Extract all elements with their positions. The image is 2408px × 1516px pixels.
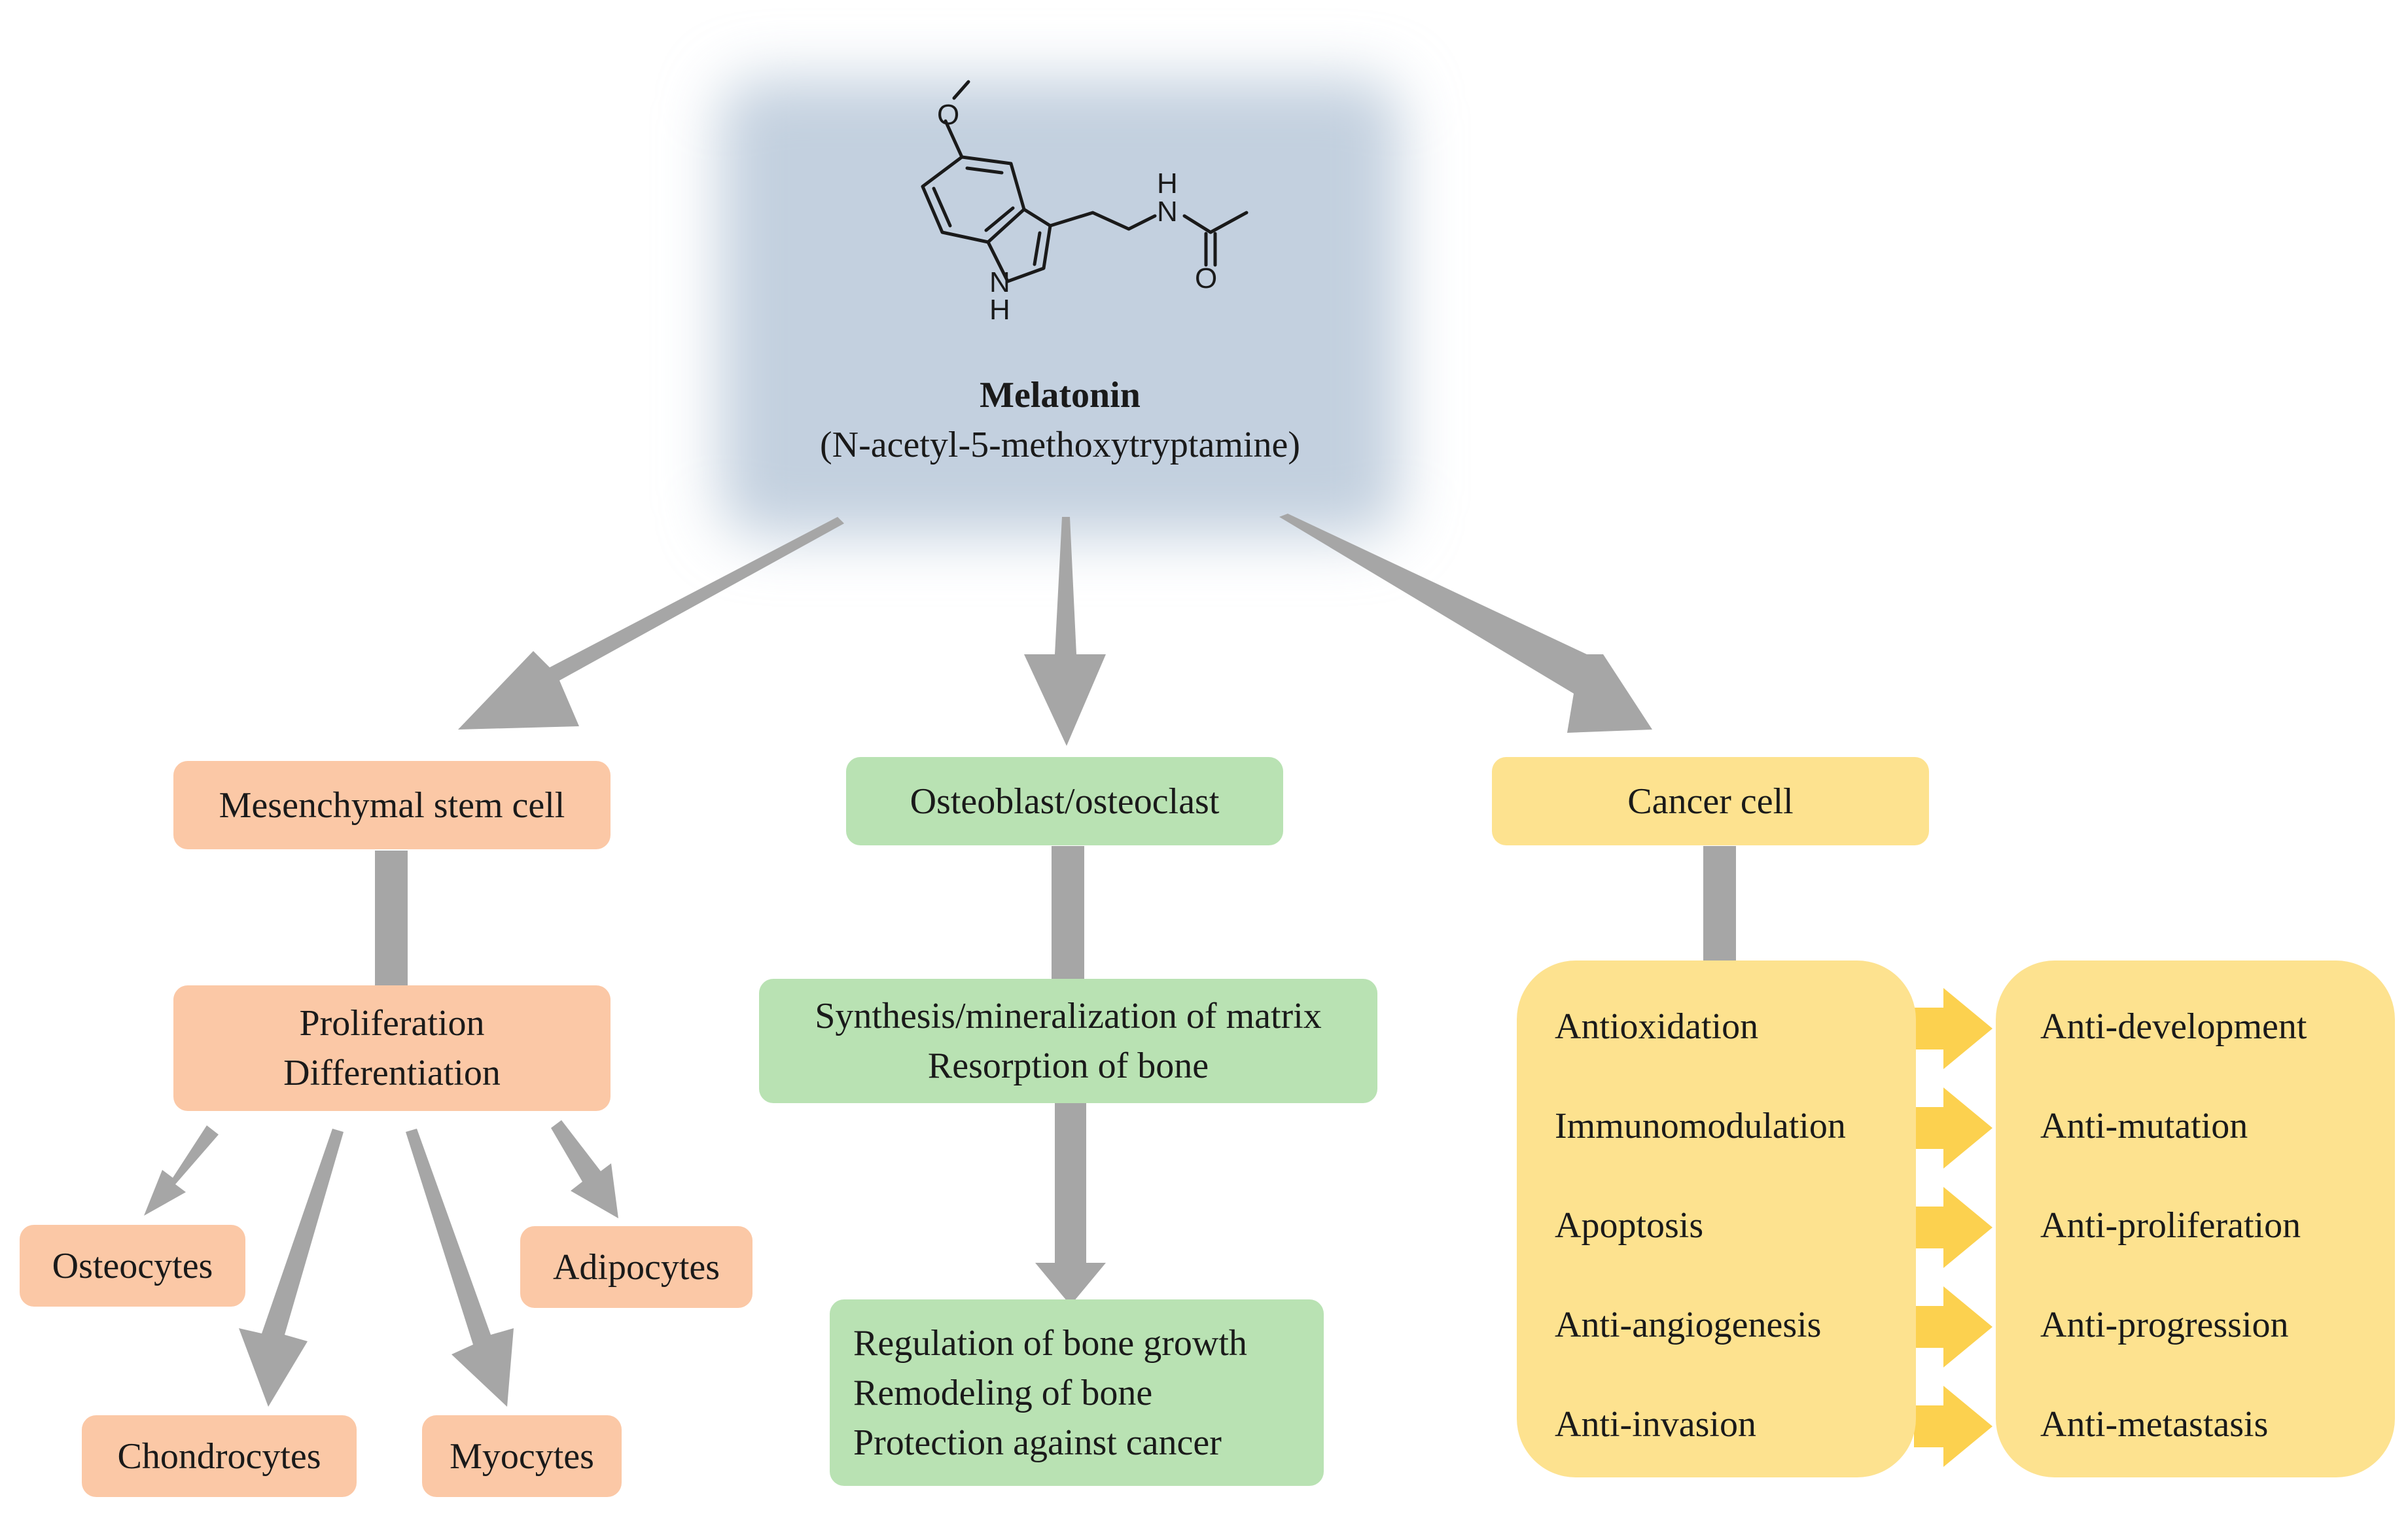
cancer-cell-box: Cancer cell	[1492, 757, 1929, 845]
atom-o-carbonyl: O	[1195, 262, 1217, 294]
atom-h-indole: H	[989, 294, 1010, 326]
arrow-to-cancer-cell	[1279, 514, 1652, 733]
effect-arrow-3	[1914, 1187, 1992, 1268]
bone-process-box: Synthesis/mineralization of matrix Resor…	[759, 979, 1377, 1103]
osteocytes-box: Osteocytes	[20, 1225, 245, 1307]
bone-outcome-1: Regulation of bone growth	[853, 1322, 1247, 1364]
arrow-to-chondrocytes	[239, 1129, 344, 1407]
effect-item-4: Anti-progression	[2040, 1305, 2289, 1345]
mechanism-item-3: Apoptosis	[1555, 1205, 1704, 1246]
myocytes-label: Myocytes	[450, 1436, 594, 1477]
arrow-to-stem-cell	[458, 517, 844, 730]
osteoblast-osteoclast-label: Osteoblast/osteoclast	[910, 781, 1220, 822]
cancer-mechanisms-box: Antioxidation Immunomodulation Apoptosis…	[1517, 961, 1916, 1477]
mesenchymal-stem-cell-box: Mesenchymal stem cell	[173, 761, 611, 849]
effect-item-1: Anti-development	[2040, 1006, 2307, 1047]
mechanism-item-5: Anti-invasion	[1555, 1404, 1756, 1445]
atom-h-amide: H	[1157, 167, 1178, 200]
adipocytes-box: Adipocytes	[520, 1226, 752, 1308]
effect-arrow-1	[1914, 988, 1992, 1069]
stem-process-line-2: Differentiation	[283, 1053, 501, 1093]
bone-outcomes-box: Regulation of bone growth Remodeling of …	[830, 1299, 1324, 1486]
chondrocytes-box: Chondrocytes	[82, 1415, 357, 1497]
effect-item-5: Anti-metastasis	[2040, 1404, 2269, 1445]
adipocytes-label: Adipocytes	[552, 1246, 720, 1288]
chondrocytes-label: Chondrocytes	[117, 1436, 321, 1477]
stem-process-line-1: Proliferation	[299, 1003, 485, 1044]
connector-stem	[375, 851, 408, 987]
melatonin-structure	[921, 80, 1248, 283]
effect-arrow-4	[1914, 1286, 1992, 1367]
bone-outcome-2: Remodeling of bone	[853, 1372, 1153, 1413]
arrow-bone-outcomes	[1035, 1102, 1106, 1305]
mechanism-item-2: Immunomodulation	[1555, 1106, 1846, 1146]
cancer-effects-box: Anti-development Anti-mutation Anti-prol…	[1996, 961, 2395, 1477]
cancer-cell-label: Cancer cell	[1627, 781, 1794, 822]
bone-process-line-2: Resorption of bone	[927, 1046, 1209, 1086]
stem-process-box: Proliferation Differentiation	[173, 985, 611, 1111]
effect-arrows	[1914, 988, 1992, 1467]
osteoblast-osteoclast-box: Osteoblast/osteoclast	[846, 757, 1283, 845]
effect-item-2: Anti-mutation	[2040, 1106, 2248, 1146]
arrow-to-myocytes	[406, 1129, 514, 1407]
molecule-glow	[720, 79, 1400, 537]
atom-n-amide: N	[1157, 196, 1178, 228]
mesenchymal-stem-cell-label: Mesenchymal stem cell	[219, 784, 565, 826]
connector-bone-1	[1052, 846, 1084, 982]
mechanism-item-1: Antioxidation	[1555, 1006, 1759, 1047]
molecule-name: Melatonin	[980, 375, 1141, 415]
effect-item-3: Anti-proliferation	[2040, 1205, 2301, 1246]
effect-arrow-2	[1914, 1087, 1992, 1169]
myocytes-box: Myocytes	[422, 1415, 622, 1497]
osteocytes-label: Osteocytes	[52, 1245, 213, 1286]
arrow-to-bone-cells	[1024, 517, 1106, 746]
atom-o-methoxy: O	[937, 99, 959, 131]
arrow-to-osteocytes	[144, 1125, 219, 1216]
molecule-iupac-name: (N-acetyl-5-methoxytryptamine)	[820, 425, 1300, 465]
connector-cancer	[1703, 846, 1736, 962]
mechanism-item-4: Anti-angiogenesis	[1555, 1305, 1822, 1345]
bone-process-line-1: Synthesis/mineralization of matrix	[815, 996, 1322, 1036]
atom-n-indole: N	[989, 266, 1010, 298]
bone-outcome-3: Protection against cancer	[853, 1422, 1222, 1463]
effect-arrow-5	[1914, 1386, 1992, 1467]
arrow-to-adipocytes	[551, 1120, 618, 1218]
